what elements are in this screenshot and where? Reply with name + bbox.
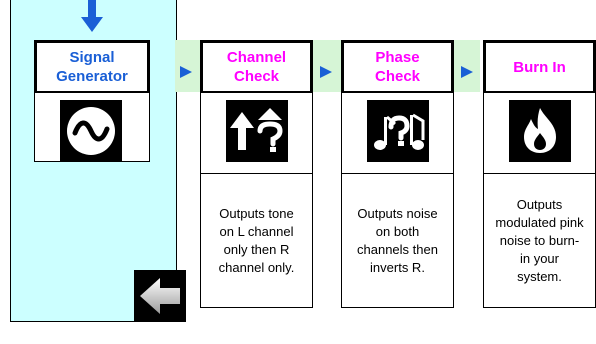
sine-wave-icon	[60, 100, 122, 162]
burn-in-title: Burn In	[484, 41, 595, 93]
down-arrow-icon	[81, 0, 103, 34]
flow-arrow-icon	[460, 65, 474, 79]
arrow-up-question-icon	[226, 100, 288, 162]
back-arrow-icon	[140, 278, 180, 314]
flame-icon	[509, 100, 571, 162]
flow-arrow-icon	[179, 65, 193, 79]
flow-arrow-icon	[319, 65, 333, 79]
notes-question-icon	[367, 100, 429, 162]
back-button[interactable]	[134, 270, 186, 322]
